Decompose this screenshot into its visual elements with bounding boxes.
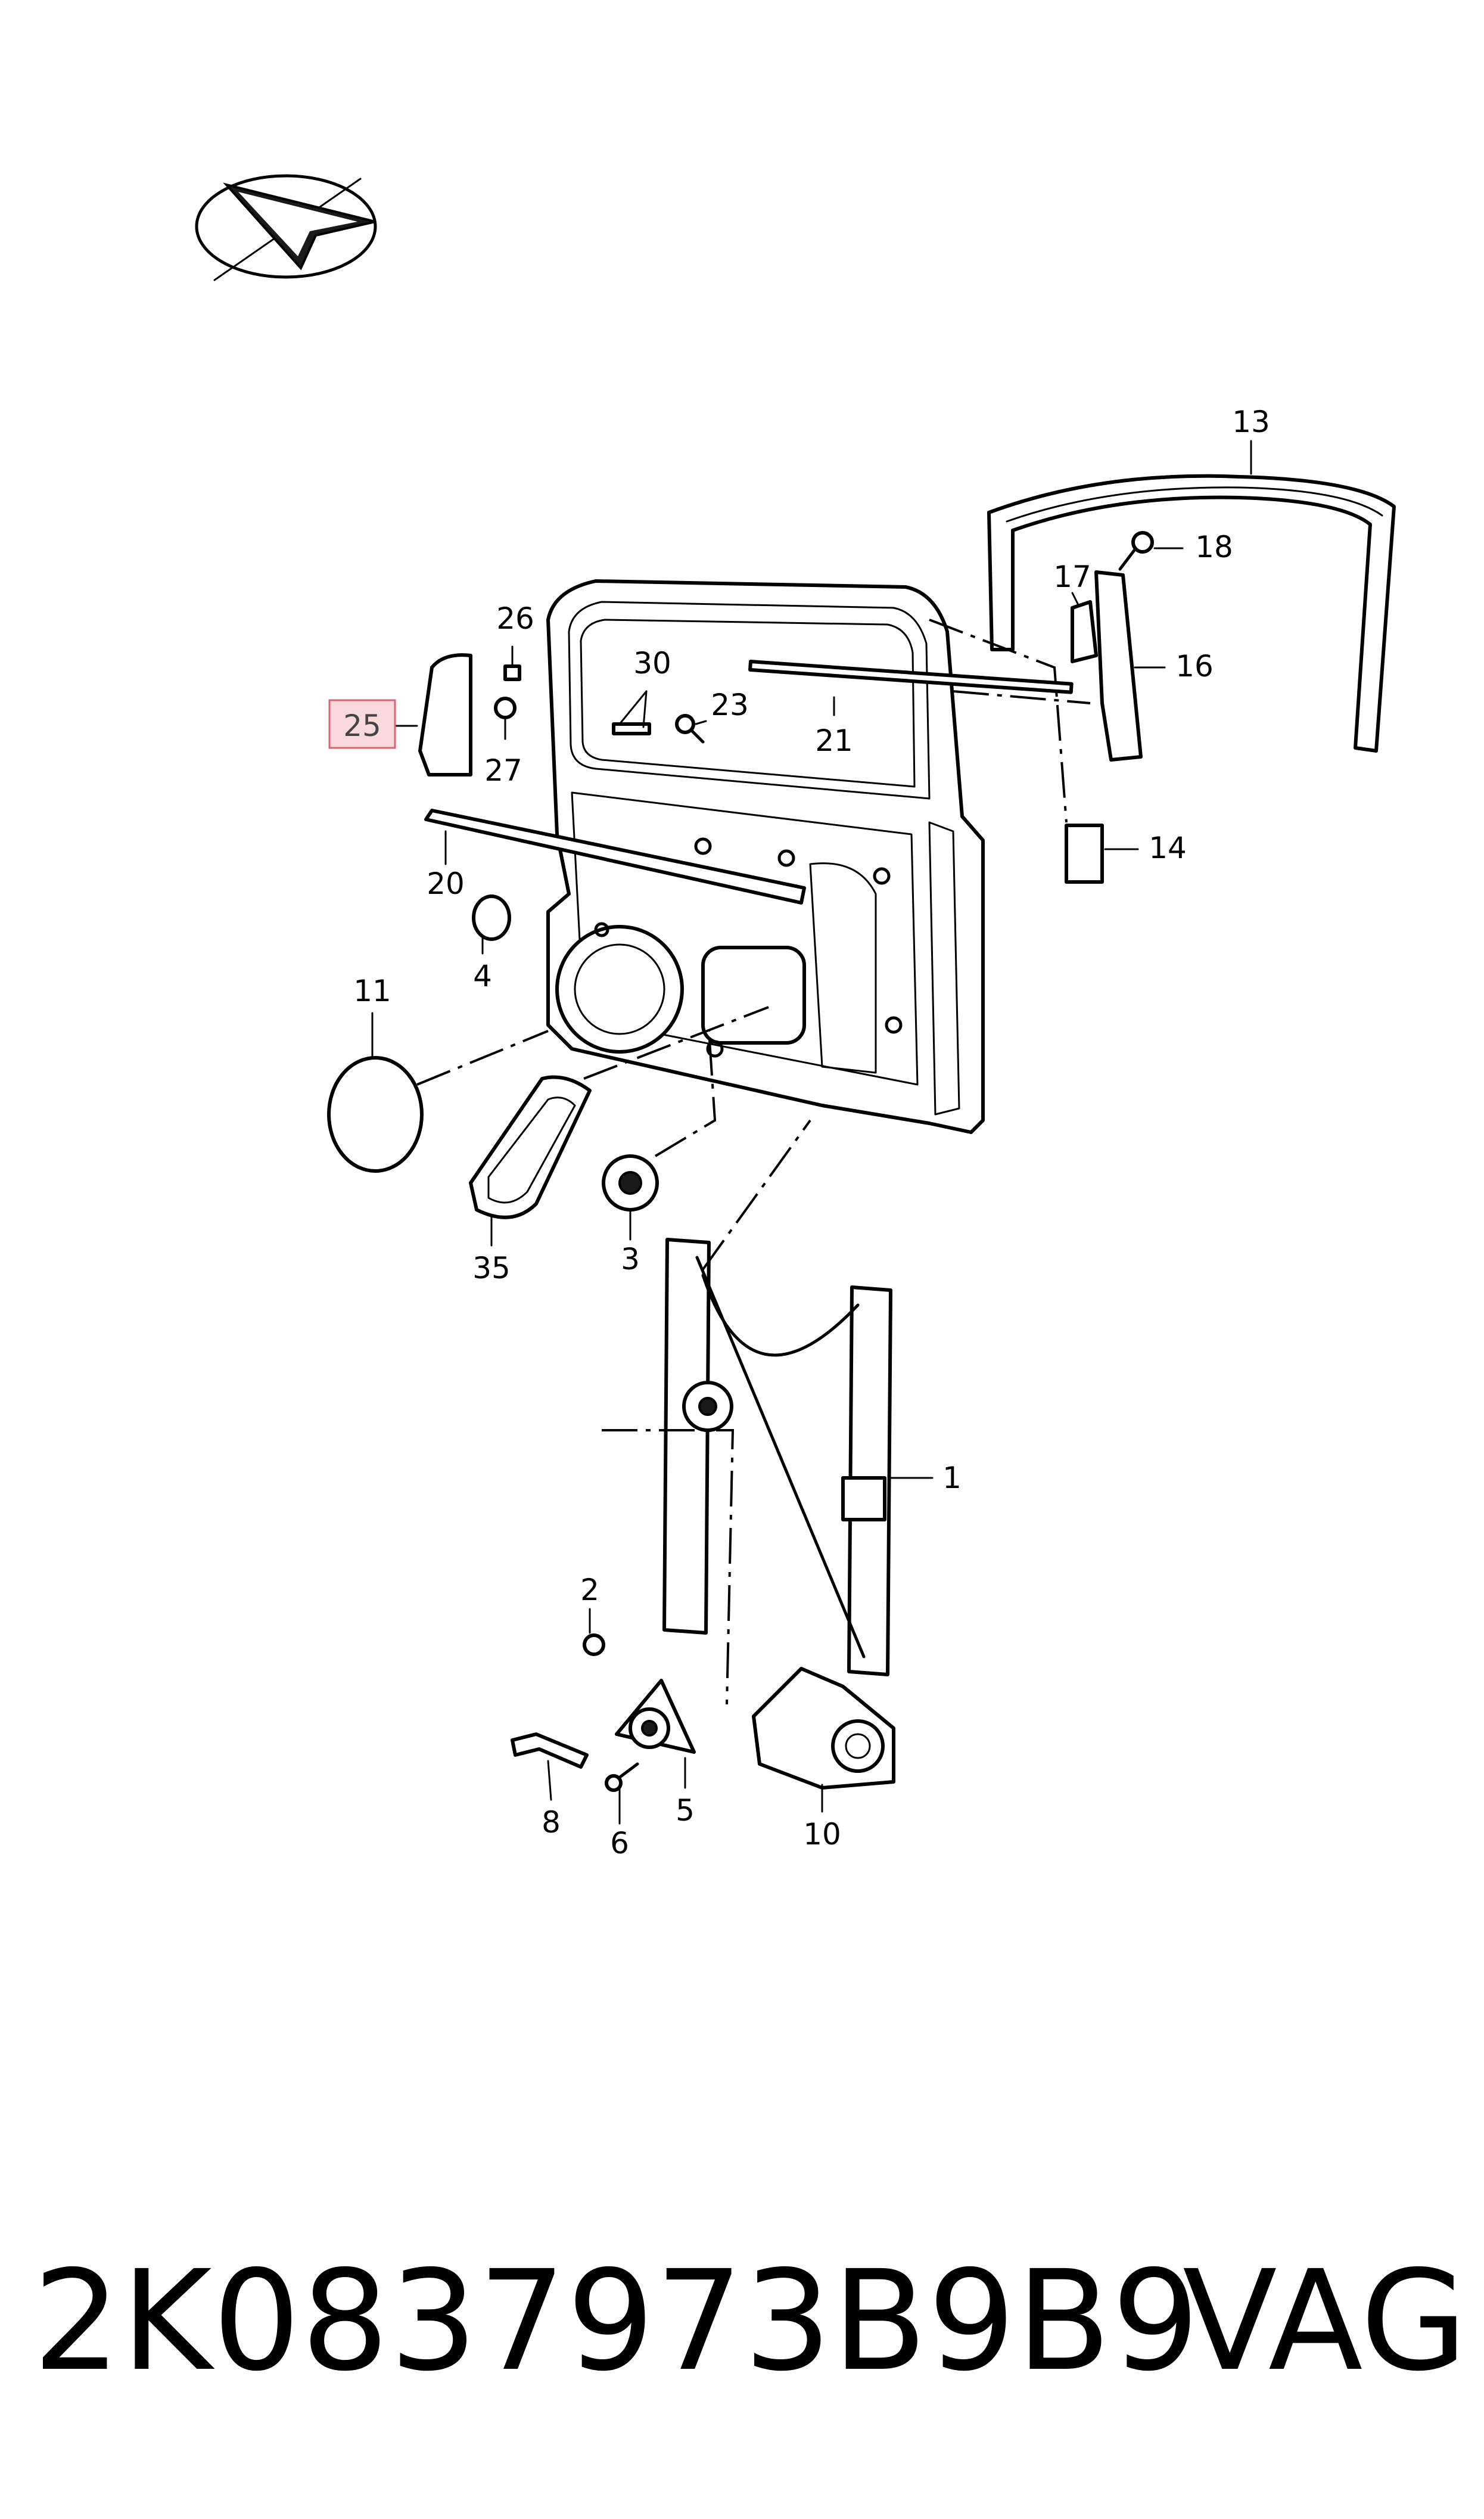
part-4-plug — [472, 894, 511, 941]
assembly-lines — [416, 619, 1091, 1705]
callout-20: 20 — [427, 866, 465, 901]
direction-arrow-icon — [195, 174, 377, 281]
part-17-bracket — [1071, 600, 1098, 663]
part-3-grommet — [602, 1154, 659, 1212]
callout-18: 18 — [1195, 530, 1233, 564]
callout-1: 1 — [942, 1461, 962, 1495]
callout-2: 2 — [580, 1573, 599, 1607]
part-27-nut — [494, 697, 517, 719]
callout-16: 16 — [1175, 649, 1214, 684]
part-25-mirror-trim — [418, 653, 472, 776]
part-35-handle-bezel — [469, 1075, 592, 1219]
part-23-screw — [675, 714, 705, 744]
callout-10: 10 — [803, 1817, 841, 1852]
part-10-motor — [752, 1667, 895, 1790]
part-11-membrane — [327, 1056, 424, 1173]
callout-21: 21 — [815, 723, 853, 758]
callout-14: 14 — [1149, 831, 1187, 865]
callout-5: 5 — [676, 1793, 695, 1828]
part-21-rail — [748, 660, 1074, 694]
door-inner-panel — [546, 579, 985, 1134]
callout-11: 11 — [353, 974, 391, 1008]
part-2-nut — [583, 1633, 605, 1656]
part-13-frame-seal — [987, 474, 1396, 753]
callout-4: 4 — [473, 959, 492, 993]
callout-3: 3 — [621, 1242, 640, 1276]
part-14-cap — [1065, 824, 1104, 884]
part-18-bolt — [1118, 531, 1154, 571]
callout-35: 35 — [472, 1251, 511, 1285]
part-26-clip — [503, 664, 521, 681]
leader-lines — [371, 440, 1252, 1825]
highlight-box-25 — [328, 699, 396, 749]
part-16-pillar-trim — [1094, 570, 1143, 762]
part-30-strip — [612, 722, 651, 735]
part-8-crank-handle — [511, 1732, 589, 1769]
part-20-seal-strip — [424, 809, 806, 905]
callout-8: 8 — [542, 1805, 561, 1840]
callout-26: 26 — [496, 601, 534, 636]
callout-27: 27 — [484, 753, 522, 788]
part-6-screw — [605, 1762, 639, 1792]
brand-name: VAG — [1183, 2241, 1468, 2402]
callout-23: 23 — [711, 688, 749, 722]
part-1-window-regulator — [662, 1238, 892, 1676]
callout-13: 13 — [1232, 405, 1270, 439]
callout-6: 6 — [610, 1826, 629, 1860]
part-5-drive — [615, 1679, 696, 1754]
callout-17: 17 — [1053, 560, 1091, 594]
callout-25: 25 — [343, 709, 381, 743]
callout-30: 30 — [633, 646, 671, 681]
part-number: 2K0837973B9B9 — [33, 2241, 1200, 2402]
